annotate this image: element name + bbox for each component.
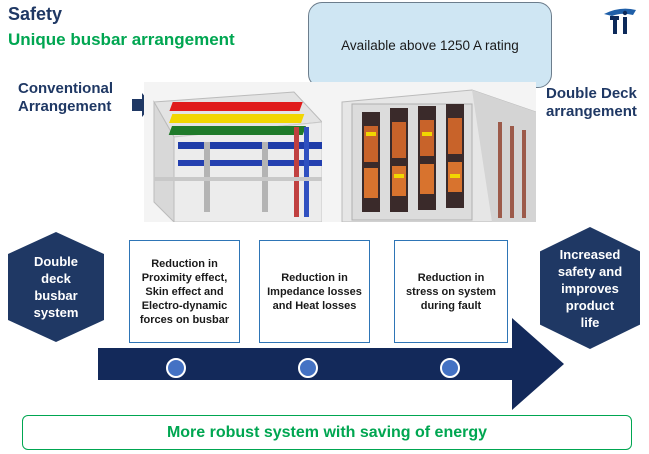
process-flow-arrow (98, 318, 564, 410)
conventional-label-line2: Arrangement (18, 98, 112, 115)
summary-banner: More robust system with saving of energy (22, 415, 632, 450)
ti-logo-icon (604, 8, 636, 34)
double-deck-label: Double Deck arrangement (546, 85, 637, 121)
start-hexagon-line: deck (41, 271, 71, 286)
end-hexagon: Increased safety and improves product li… (540, 227, 640, 349)
step-text-line: Proximity effect, (141, 271, 228, 284)
step-text-line: Reduction in (281, 271, 348, 284)
conventional-busbar-image (144, 82, 322, 222)
step-box-stress: Reduction in stress on system during fau… (394, 240, 508, 343)
start-hexagon: Double deck busbar system (8, 232, 104, 342)
step-text-line: Reduction in (151, 257, 218, 270)
start-hexagon-line: system (33, 305, 79, 320)
step-text-line: and Heat losses (272, 299, 357, 312)
end-hexagon-line: product (565, 297, 615, 313)
start-hexagon-line: Double (33, 254, 79, 269)
page-subtitle: Unique busbar arrangement (8, 30, 235, 49)
flow-dot (298, 358, 318, 378)
page-title: Safety (8, 4, 63, 24)
step-text-line: Impedance losses (267, 285, 362, 298)
summary-text: More robust system with saving of energy (166, 423, 488, 441)
step-text-line: Reduction in (417, 271, 485, 284)
conventional-label: Conventional Arrangement (18, 80, 113, 116)
conventional-label-line1: Conventional (18, 80, 114, 97)
end-hexagon-line: life (580, 314, 600, 330)
double-deck-busbar-image (322, 82, 536, 222)
callout-text: Available above 1250 A rating (341, 37, 519, 53)
end-hexagon-line: safety and (557, 263, 623, 279)
end-hexagon-line: Increased (559, 246, 621, 262)
end-hexagon-line: improves (561, 280, 619, 296)
double-deck-label-line1: Double Deck (546, 85, 637, 102)
step-text-line: Electro-dynamic (141, 299, 228, 312)
step-box-impedance: Reduction in Impedance losses and Heat l… (259, 240, 370, 343)
step-text-line: Skin effect and (145, 285, 224, 298)
step-text-line: during fault (420, 299, 482, 312)
step-text-line: forces on busbar (139, 313, 230, 326)
rating-callout: Available above 1250 A rating (308, 2, 552, 88)
step-text-line: stress on system (406, 285, 496, 298)
double-deck-label-line2: arrangement (546, 103, 637, 120)
flow-dot (440, 358, 460, 378)
start-hexagon-line: busbar (34, 288, 78, 303)
flow-dot (166, 358, 186, 378)
step-box-proximity: Reduction in Proximity effect, Skin effe… (129, 240, 240, 343)
